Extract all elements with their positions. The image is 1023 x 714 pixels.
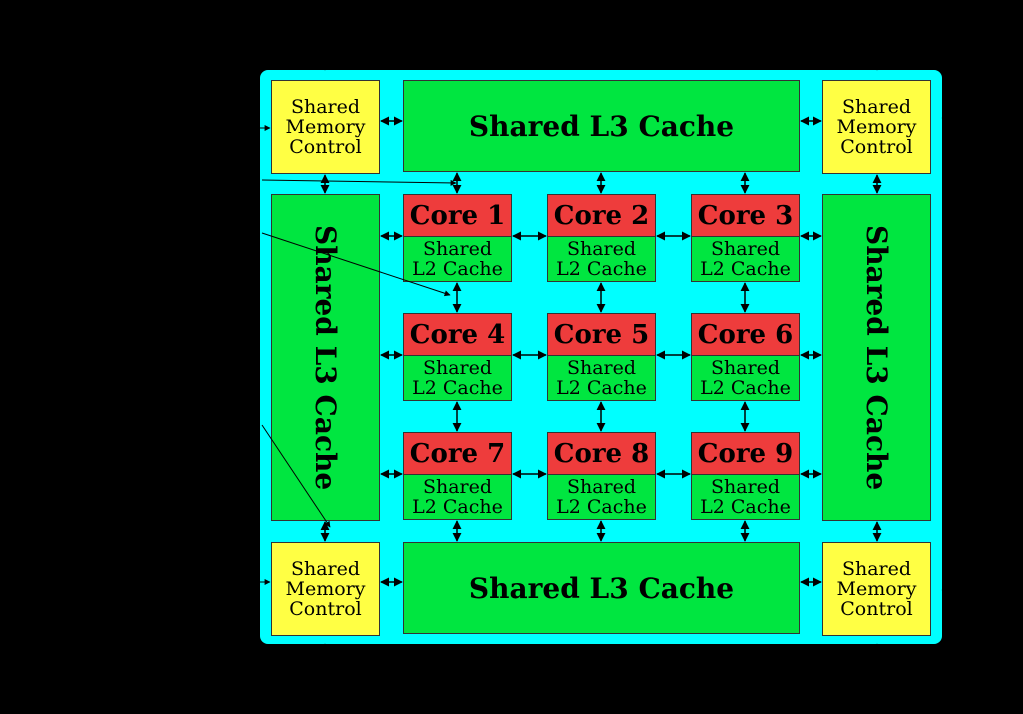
l2-cache-6-label: Shared L2 Cache	[700, 357, 791, 399]
l3-cache-left-label: Shared L3 Cache	[309, 224, 342, 491]
l3-cache-right: Shared L3 Cache	[822, 194, 931, 521]
core-3: Core 3	[691, 194, 800, 236]
memory-control-bottom-left: Shared Memory Control	[271, 542, 380, 636]
l2-cache-4-label: Shared L2 Cache	[412, 357, 503, 399]
l2-cache-2: Shared L2 Cache	[547, 236, 656, 282]
memory-control-top-right-label: Shared Memory Control	[836, 96, 917, 158]
core-4: Core 4	[403, 313, 512, 355]
l3-cache-top-label: Shared L3 Cache	[468, 109, 735, 143]
l2-cache-3: Shared L2 Cache	[691, 236, 800, 282]
core-2-label: Core 2	[553, 200, 650, 231]
core-4-label: Core 4	[409, 319, 506, 350]
l2-cache-5: Shared L2 Cache	[547, 355, 656, 401]
l2-cache-8: Shared L2 Cache	[547, 474, 656, 520]
core-2: Core 2	[547, 194, 656, 236]
l3-cache-bottom-label: Shared L3 Cache	[468, 571, 735, 605]
core-5-label: Core 5	[553, 319, 650, 350]
arrow-41	[261, 232, 451, 297]
l2-cache-7: Shared L2 Cache	[403, 474, 512, 520]
l2-cache-7-label: Shared L2 Cache	[412, 476, 503, 518]
core-7: Core 7	[403, 432, 512, 474]
l2-cache-6: Shared L2 Cache	[691, 355, 800, 401]
memory-control-bottom-right-label: Shared Memory Control	[836, 558, 917, 620]
l2-cache-9-label: Shared L2 Cache	[700, 476, 791, 518]
l2-cache-1-label: Shared L2 Cache	[412, 238, 503, 280]
l2-cache-8-label: Shared L2 Cache	[556, 476, 647, 518]
l2-cache-3-label: Shared L2 Cache	[700, 238, 791, 280]
arrow-40	[261, 179, 457, 186]
l2-cache-4: Shared L2 Cache	[403, 355, 512, 401]
core-7-label: Core 7	[409, 438, 506, 469]
l2-cache-1: Shared L2 Cache	[403, 236, 512, 282]
l2-cache-2-label: Shared L2 Cache	[556, 238, 647, 280]
core-6-label: Core 6	[697, 319, 794, 350]
l3-cache-top: Shared L3 Cache	[403, 80, 800, 172]
l3-cache-right-label: Shared L3 Cache	[860, 224, 893, 491]
l2-cache-9: Shared L2 Cache	[691, 474, 800, 520]
core-1: Core 1	[403, 194, 512, 236]
arrow-42	[261, 424, 331, 528]
l3-cache-left: Shared L3 Cache	[271, 194, 380, 521]
memory-control-top-right: Shared Memory Control	[822, 80, 931, 174]
core-6: Core 6	[691, 313, 800, 355]
core-9-label: Core 9	[697, 438, 794, 469]
memory-control-bottom-left-label: Shared Memory Control	[285, 558, 366, 620]
core-5: Core 5	[547, 313, 656, 355]
memory-control-top-left-label: Shared Memory Control	[285, 96, 366, 158]
memory-control-bottom-right: Shared Memory Control	[822, 542, 931, 636]
core-8: Core 8	[547, 432, 656, 474]
core-3-label: Core 3	[697, 200, 794, 231]
memory-control-top-left: Shared Memory Control	[271, 80, 380, 174]
l2-cache-5-label: Shared L2 Cache	[556, 357, 647, 399]
core-9: Core 9	[691, 432, 800, 474]
core-8-label: Core 8	[553, 438, 650, 469]
core-1-label: Core 1	[409, 200, 506, 231]
l3-cache-bottom: Shared L3 Cache	[403, 542, 800, 634]
